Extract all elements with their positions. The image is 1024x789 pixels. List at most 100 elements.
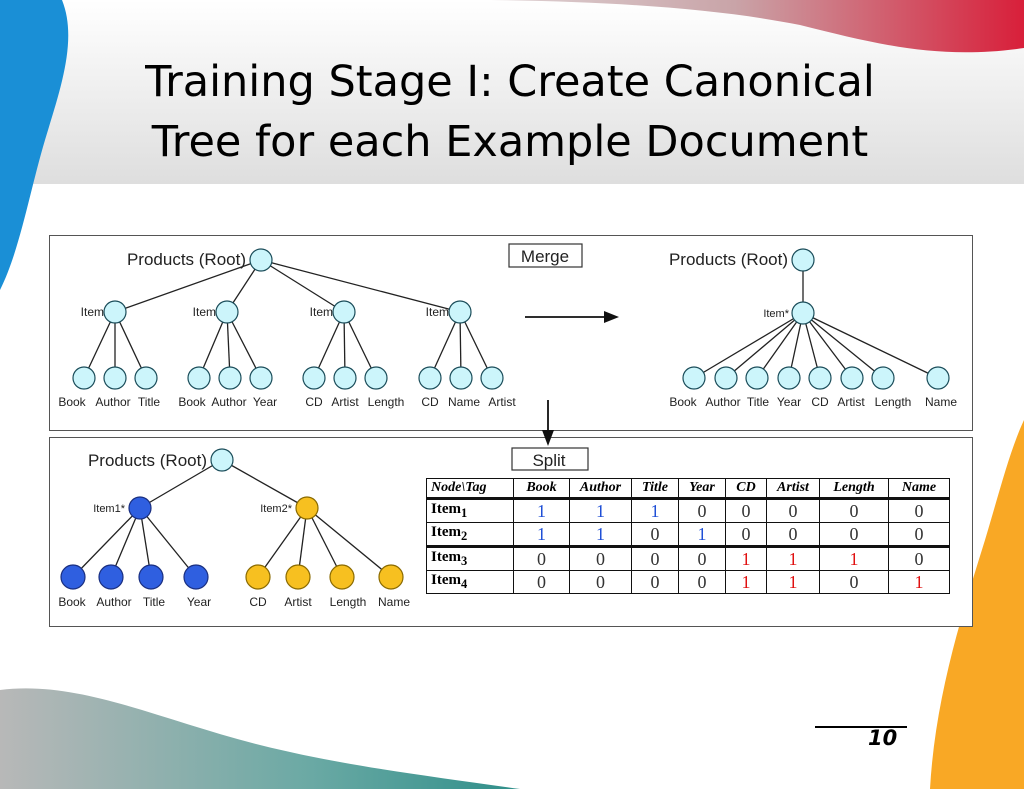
bottom-tree-edges [72,459,392,578]
item1-label: Item1* [93,503,126,515]
leaf-node [364,366,388,390]
leaf-node [329,564,355,590]
root-label: Products (Root) [88,451,207,470]
leaf-node [249,366,273,390]
leaf-label: Year [777,395,801,409]
row-label: Item3 [426,545,514,571]
matrix-cell: 1 [888,570,950,594]
leaf-label: Author [95,395,130,409]
leaf-label: Length [368,395,405,409]
leaf-label: Length [330,595,367,609]
matrix-row: Item4 0 0 0 0 1 1 0 1 [426,570,950,594]
top-left-tree-edges [83,259,493,379]
leaf-label: Book [58,395,86,409]
leaf-node [682,366,706,390]
matrix-cell: 0 [766,522,820,547]
matrix-cell: 0 [819,522,889,547]
leaf-label: Title [747,395,770,409]
matrix-cell: 1 [569,522,632,547]
leaf-node [138,564,164,590]
top-panel [49,235,973,431]
leaf-label: Author [96,595,131,609]
leaf-node [302,366,326,390]
leaf-label: CD [305,395,323,409]
leaf-node [449,366,473,390]
leaf-label: Year [253,395,277,409]
leaf-node [378,564,404,590]
leaf-label: Author [705,395,740,409]
leaf-node [480,366,504,390]
merge-arrow-head [604,311,619,323]
leaf-label: Name [378,595,410,609]
matrix-cell: 1 [678,522,726,547]
left-blue-swoosh [0,0,69,290]
page-number: 10 [868,726,898,750]
matrix-cell: 0 [725,522,767,547]
row-label: Item4 [426,570,514,594]
leaf-node [871,366,895,390]
item2-node [295,496,319,520]
item1-node [128,496,152,520]
root-node [791,248,815,272]
leaf-node [187,366,211,390]
matrix-column-header: CD [725,478,767,499]
matrix-cell: 1 [513,522,570,547]
item2-label: Item2* [260,503,293,515]
matrix-cell: 0 [819,570,889,594]
leaf-node [926,366,950,390]
row-label: Item1 [426,497,514,523]
matrix-column-header: Author [569,478,632,499]
item2-branch-nodes [245,496,404,590]
leaf-node [418,366,442,390]
item-label: Item* [763,308,789,320]
matrix-row: Item3 0 0 0 0 1 1 1 0 [426,545,950,571]
matrix-cell: 1 [569,497,632,523]
leaf-node [840,366,864,390]
matrix-cell: 0 [678,545,726,571]
matrix-column-header: Year [678,478,726,499]
root-label: Products (Root) [127,250,246,269]
leaf-label: Book [178,395,206,409]
bottom-left-swoosh [0,688,520,789]
leaf-label: Year [187,595,211,609]
matrix-cell: 0 [819,497,889,523]
leaf-label: Artist [488,395,516,409]
page-number-rule [815,726,907,728]
top-right-swoosh [380,0,1024,53]
matrix-row: Item2 1 1 0 1 0 0 0 0 [426,522,950,547]
item-label: Item [193,305,216,319]
item-node [103,300,127,324]
item-label: Item [426,305,449,319]
matrix-cell: 0 [569,545,632,571]
leaf-label: Title [138,395,161,409]
matrix-row: Item1 1 1 1 0 0 0 0 0 [426,497,950,523]
matrix-column-header: Book [513,478,570,499]
matrix-cell: 0 [678,570,726,594]
leaf-node [777,366,801,390]
leaf-node [98,564,124,590]
matrix-cell: 0 [631,570,679,594]
merge-box [508,243,583,268]
matrix-header-row: Node\Tag Book Author Title Year CD Artis… [426,478,950,499]
title-line-1: Training Stage I: Create Canonical [145,57,875,107]
matrix-cell: 1 [766,545,820,571]
leaf-label: Author [211,395,246,409]
leaf-node [218,366,242,390]
matrix-cell: 1 [725,545,767,571]
leaf-node [134,366,158,390]
split-label: Split [532,451,565,470]
leaf-label: CD [811,395,829,409]
item-label: Item [81,305,104,319]
matrix-cell: 0 [569,570,632,594]
leaf-node [72,366,96,390]
leaf-label: Book [669,395,697,409]
leaf-label: Name [448,395,480,409]
leaf-label: CD [421,395,439,409]
leaf-node [333,366,357,390]
split-arrow-head [542,430,554,446]
item-node [448,300,472,324]
leaf-label: Length [875,395,912,409]
matrix-cell: 0 [631,545,679,571]
